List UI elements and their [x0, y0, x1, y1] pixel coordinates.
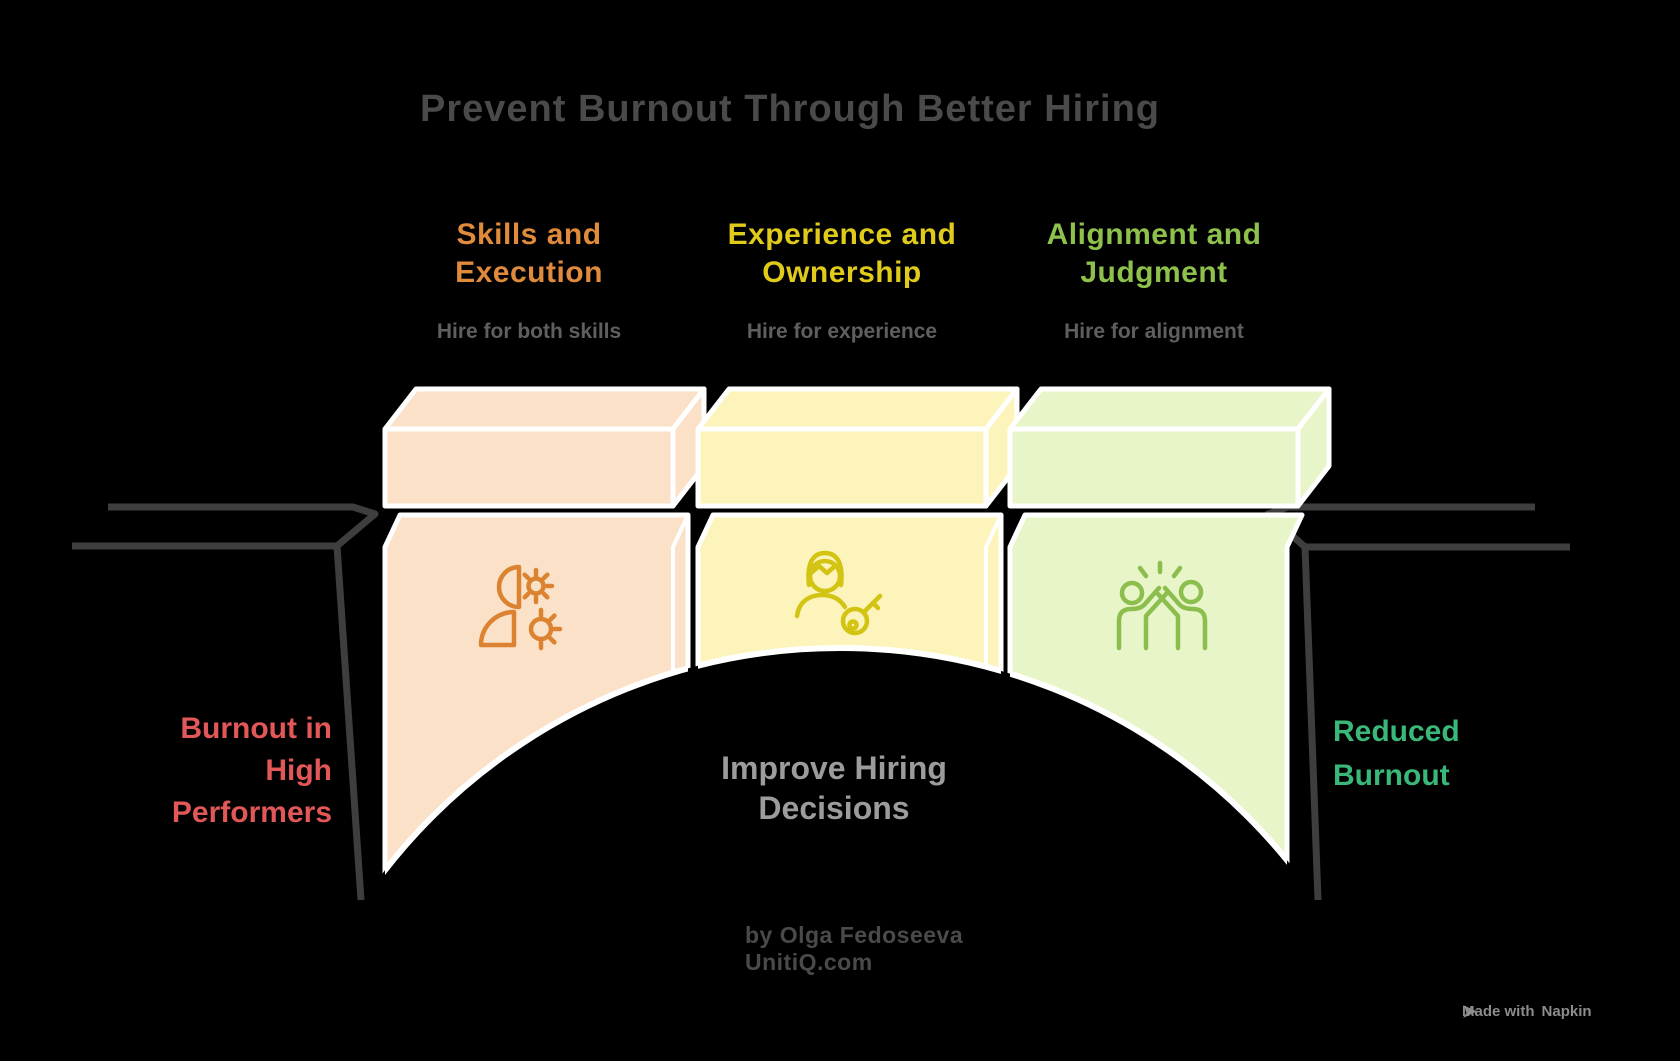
napkin-logo-icon	[1463, 1005, 1477, 1018]
right-pillar-line	[1301, 546, 1322, 901]
team-high-five-icon	[1116, 560, 1208, 651]
left-pillar-line	[333, 545, 365, 901]
person-with-key-icon	[794, 550, 883, 636]
label-line: Decisions	[758, 790, 910, 826]
badge-prefix: Made with	[1462, 1003, 1535, 1020]
heading-line: Skills and	[456, 218, 602, 251]
deck-panel-experience	[695, 512, 1004, 883]
heading-line: Experience and	[727, 218, 957, 251]
bridge-arch-outline	[385, 645, 1302, 880]
top-boxes	[382, 386, 1332, 509]
left-road-lines	[72, 503, 379, 901]
label-line: Burnout	[1333, 759, 1450, 792]
label-improve-hiring-decisions: Improve Hiring Decisions	[634, 748, 1034, 828]
label-line: Performers	[171, 796, 332, 829]
heading-experience-and-ownership: Experience and Ownership	[662, 216, 1022, 292]
heading-line: Judgment	[1080, 256, 1228, 289]
heading-line: Execution	[455, 256, 603, 289]
badge-brand: Napkin	[1541, 1003, 1592, 1020]
box-skills	[382, 386, 707, 509]
label-burnout-in-high-performers: Burnout in High Performers	[60, 708, 332, 834]
made-with-napkin-badge: Made with Napkin	[1462, 1003, 1592, 1020]
credit-author: by Olga Fedoseeva	[745, 922, 964, 948]
label-line: Burnout in	[180, 712, 332, 745]
subtitle-hire-for-alignment: Hire for alignment	[1064, 320, 1244, 343]
box-alignment	[1007, 386, 1332, 509]
right-road-lines	[1264, 503, 1570, 901]
subtitle-hire-for-both-skills: Hire for both skills	[436, 320, 622, 343]
page-title: Prevent Burnout Through Better Hiring	[420, 88, 1160, 130]
deck-panel-alignment	[1007, 512, 1305, 883]
credit-website: UnitiQ.com	[745, 949, 873, 975]
label-line: Improve Hiring	[721, 750, 947, 786]
box-experience	[695, 386, 1020, 509]
heading-line: Ownership	[762, 256, 922, 289]
label-line: Reduced	[1333, 715, 1460, 748]
heading-skills-and-execution: Skills and Execution	[349, 216, 709, 292]
heading-line: Alignment and	[1046, 218, 1262, 251]
subtitle-hire-for-experience: Hire for experience	[746, 320, 938, 343]
label-line: High	[265, 754, 332, 787]
heading-alignment-and-judgment: Alignment and Judgment	[974, 216, 1334, 292]
person-with-gears-icon	[478, 564, 563, 651]
label-reduced-burnout: Reduced Burnout	[1333, 710, 1613, 798]
author-credit: by Olga Fedoseeva UnitiQ.com	[745, 922, 963, 976]
